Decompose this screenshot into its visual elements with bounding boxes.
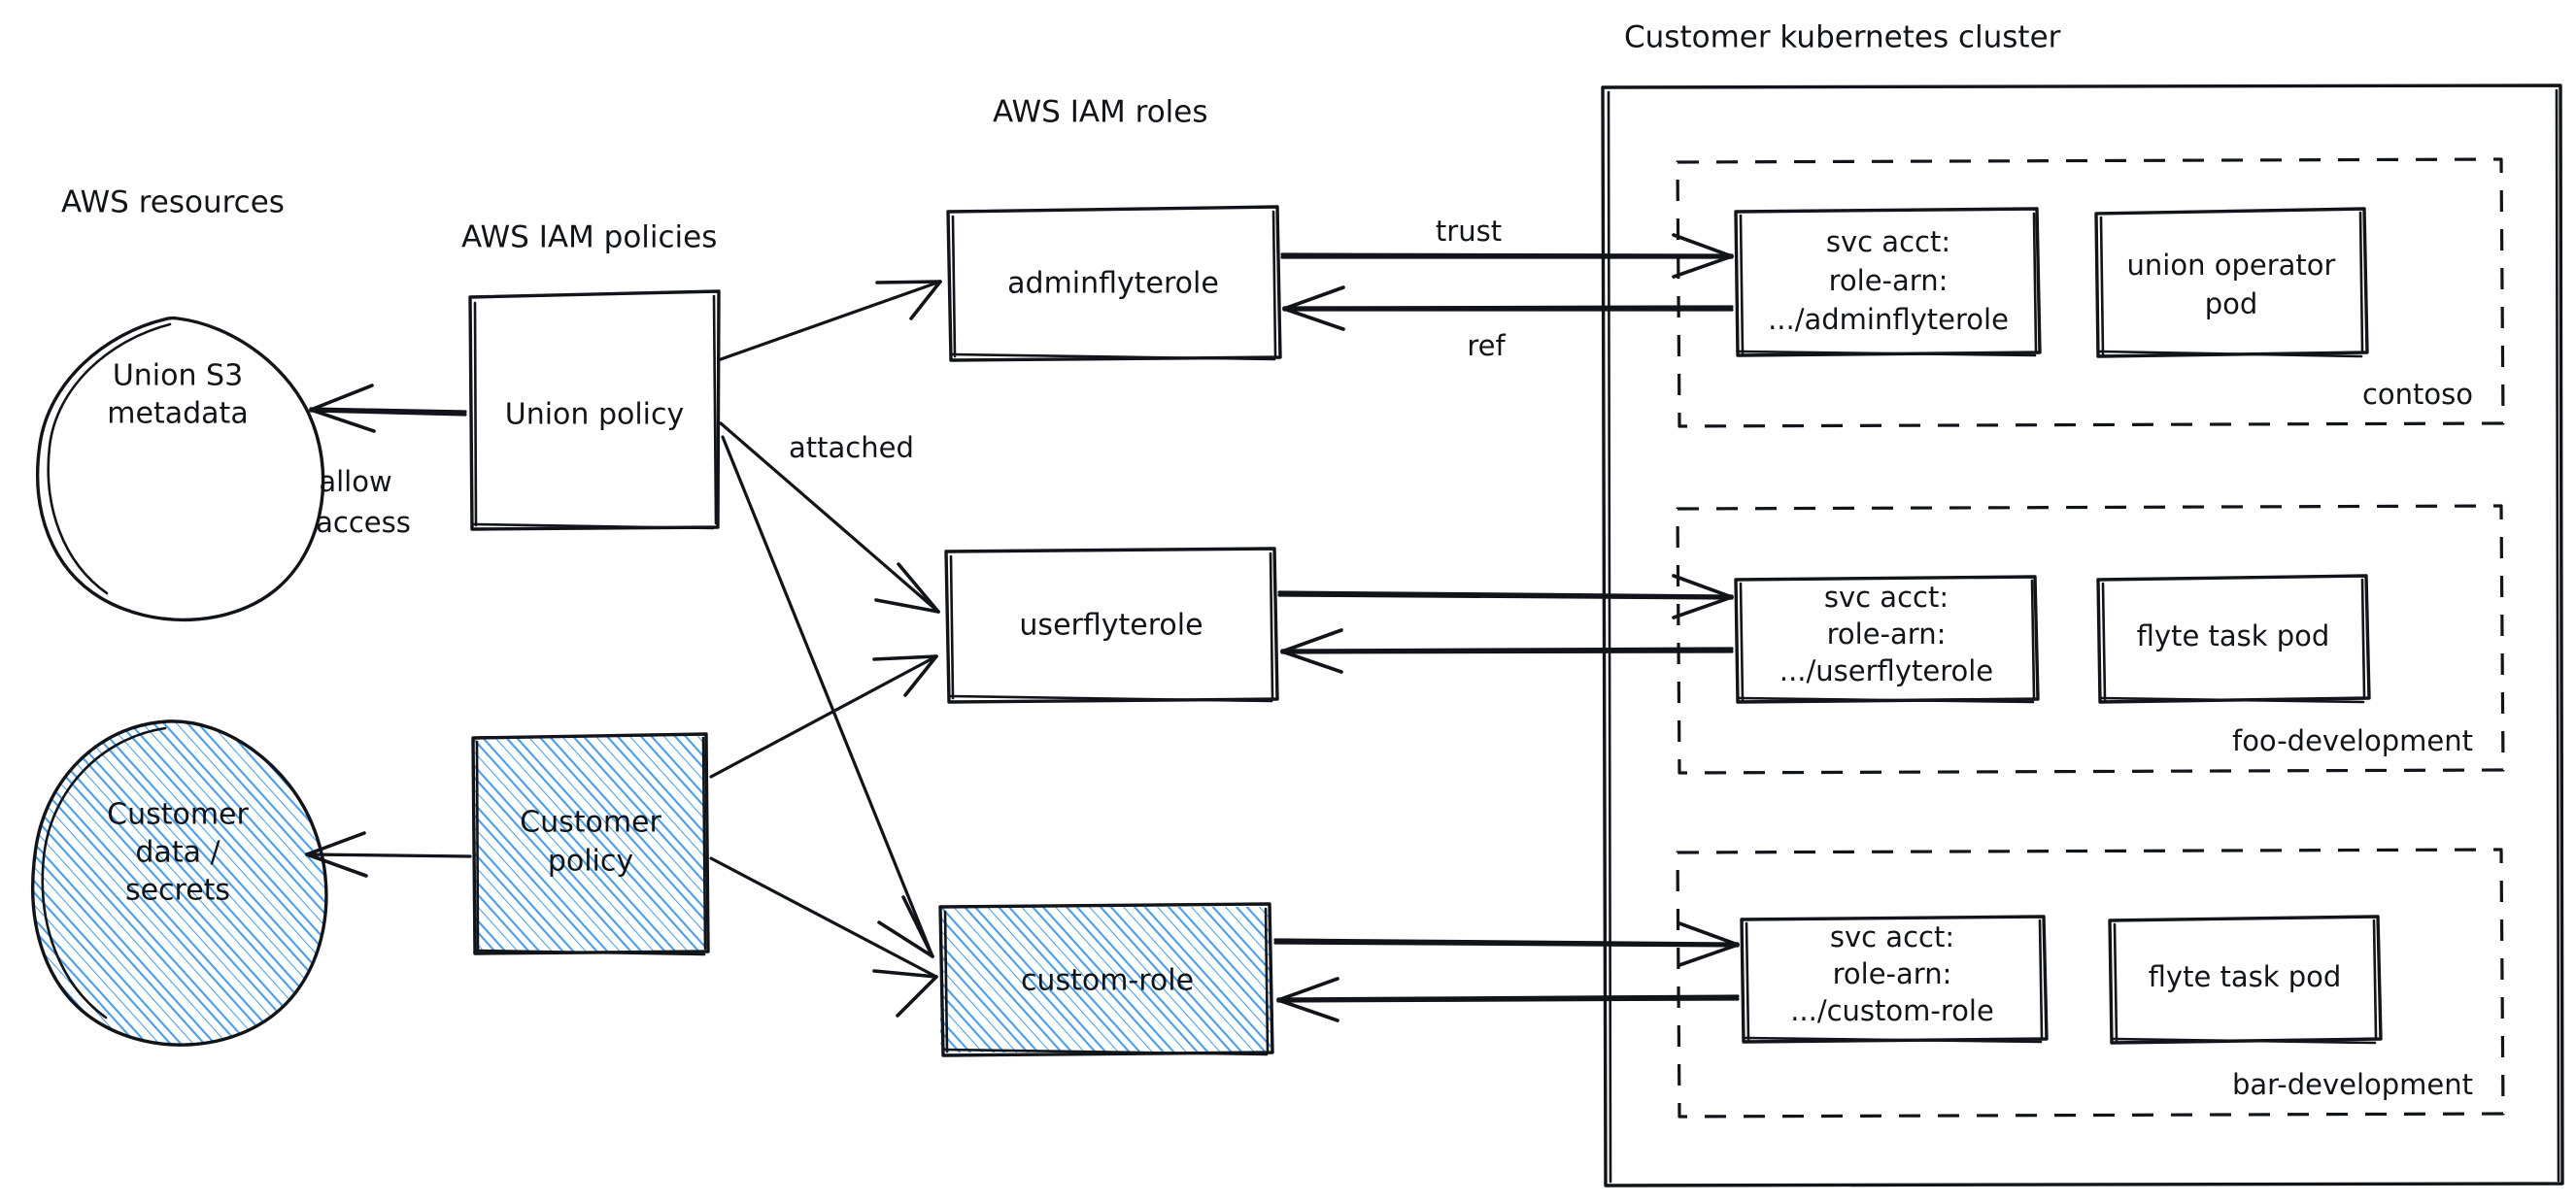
svc-acct-bar-line3: .../custom-role bbox=[1790, 994, 1994, 1027]
role-custom-role-label: custom-role bbox=[1021, 964, 1194, 998]
svc-acct-contoso-line2: role-arn: bbox=[1829, 264, 1949, 297]
customer-policy-label-line1: Customer bbox=[520, 806, 661, 840]
edge-label-allow-line2: access bbox=[316, 506, 411, 539]
pod-flyte-task-foo-line1: flyte task pod bbox=[2137, 619, 2330, 652]
pod-union-operator-line1: union operator bbox=[2127, 249, 2336, 282]
customer-policy-label-line2: policy bbox=[548, 845, 633, 879]
edge-label-trust: trust bbox=[1436, 215, 1502, 248]
union-s3-label-line1: Union S3 bbox=[113, 359, 243, 393]
group-title-customer-cluster: Customer kubernetes cluster bbox=[1624, 20, 2061, 55]
pod-flyte-task-bar-line1: flyte task pod bbox=[2149, 960, 2342, 993]
edge-label-allow-line1: allow bbox=[319, 465, 391, 498]
pod-flyte-task-bar[interactable]: flyte task pod bbox=[2108, 915, 2383, 1045]
namespace-foo-development: foo-development svc acct: role-arn: .../… bbox=[1676, 504, 2505, 775]
node-role-custom-role[interactable]: custom-role bbox=[938, 902, 1274, 1057]
edge-customer-policy-to-customer-data bbox=[305, 831, 472, 878]
edge-userflyterole-ref bbox=[1280, 628, 1734, 674]
union-s3-label-line2: metadata bbox=[107, 397, 248, 431]
edge-label-ref: ref bbox=[1467, 329, 1506, 362]
edge-adminflyterole-ref: ref bbox=[1282, 285, 1734, 362]
group-title-aws-iam-policies: AWS IAM policies bbox=[461, 220, 717, 255]
customer-data-label-line1: Customer bbox=[107, 798, 249, 832]
edge-union-policy-to-adminflyterole bbox=[719, 280, 942, 361]
node-role-userflyterole[interactable]: userflyterole bbox=[944, 547, 1279, 704]
svc-acct-contoso-line3: .../adminflyterole bbox=[1768, 303, 2009, 336]
customer-data-label-line3: secrets bbox=[125, 874, 230, 908]
customer-policy-fill bbox=[473, 736, 706, 953]
namespace-contoso: contoso svc acct: role-arn: .../adminfly… bbox=[1676, 157, 2505, 428]
aws-iam-policies-title: AWS IAM policies bbox=[461, 220, 717, 255]
edge-custom-role-ref bbox=[1276, 977, 1740, 1022]
role-adminflyterole-label: adminflyterole bbox=[1007, 267, 1219, 301]
svc-acct-bar-line2: role-arn: bbox=[1833, 957, 1952, 990]
custom-role-fill bbox=[940, 907, 1271, 1053]
namespace-bar-development: bar-development svc acct: role-arn: .../… bbox=[1676, 848, 2505, 1119]
edge-union-policy-to-custom-role bbox=[721, 435, 934, 958]
svc-acct-bar-line1: svc acct: bbox=[1830, 920, 1954, 953]
edge-label-attached-group: attached bbox=[789, 431, 914, 464]
node-customer-data-secrets[interactable]: Customer data / secrets bbox=[31, 719, 328, 1047]
aws-resources-title: AWS resources bbox=[61, 185, 285, 220]
edge-label-attached: attached bbox=[789, 431, 914, 464]
edge-custom-role-trust bbox=[1273, 921, 1740, 967]
pod-union-operator-line2: pod bbox=[2205, 287, 2258, 320]
customer-data-fill bbox=[32, 720, 326, 1046]
svc-acct-contoso-line1: svc acct: bbox=[1826, 225, 1950, 258]
node-customer-policy[interactable]: Customer policy bbox=[471, 732, 710, 956]
namespace-foo-development-label: foo-development bbox=[2232, 724, 2473, 757]
svc-acct-foo-development[interactable]: svc acct: role-arn: .../userflyterole bbox=[1734, 575, 2040, 704]
group-title-aws-iam-roles: AWS IAM roles bbox=[993, 95, 1208, 130]
union-policy-label: Union policy bbox=[505, 398, 685, 432]
edge-union-policy-to-userflyterole bbox=[719, 421, 940, 614]
group-title-aws-resources: AWS resources bbox=[61, 185, 285, 220]
customer-data-label-line2: data / bbox=[135, 836, 220, 870]
namespace-bar-development-label: bar-development bbox=[2232, 1068, 2473, 1101]
svc-acct-foo-line1: svc acct: bbox=[1824, 581, 1949, 614]
role-userflyterole-label: userflyterole bbox=[1019, 609, 1203, 643]
pod-flyte-task-foo[interactable]: flyte task pod bbox=[2096, 574, 2371, 704]
svc-acct-contoso[interactable]: svc acct: role-arn: .../adminflyterole bbox=[1734, 207, 2042, 357]
edge-customer-policy-to-userflyterole bbox=[709, 654, 938, 779]
edge-customer-policy-to-custom-role bbox=[709, 856, 938, 1018]
customer-cluster-title: Customer kubernetes cluster bbox=[1624, 20, 2061, 55]
edge-adminflyterole-trust: trust bbox=[1280, 215, 1734, 279]
cluster-boundary bbox=[1601, 84, 2564, 1187]
svc-acct-foo-line3: .../userflyterole bbox=[1779, 654, 1993, 687]
aws-iam-roles-title: AWS IAM roles bbox=[993, 95, 1208, 130]
svc-acct-bar-development[interactable]: svc acct: role-arn: .../custom-role bbox=[1740, 915, 2049, 1044]
node-union-s3-metadata[interactable]: Union S3 metadata bbox=[36, 316, 325, 622]
namespace-contoso-label: contoso bbox=[2362, 378, 2473, 411]
svc-acct-foo-line2: role-arn: bbox=[1827, 618, 1947, 651]
node-role-adminflyterole[interactable]: adminflyterole bbox=[946, 205, 1282, 362]
edge-userflyterole-trust bbox=[1277, 574, 1734, 619]
node-union-policy[interactable]: Union policy bbox=[468, 289, 721, 531]
edge-union-policy-to-union-s3: allow access bbox=[309, 384, 467, 539]
pod-union-operator[interactable]: union operator pod bbox=[2094, 207, 2369, 358]
